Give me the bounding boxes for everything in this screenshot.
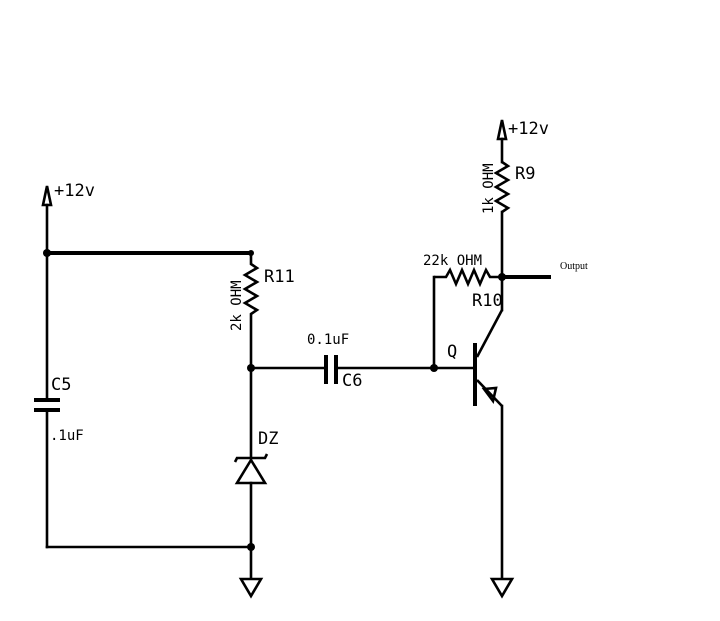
r10-value: 22k OHM <box>423 253 482 269</box>
supply-arrow-right <box>496 119 508 141</box>
r10-name: R10 <box>472 291 503 311</box>
capacitor-c5 <box>34 398 60 412</box>
r9-value: 1k OHM <box>481 163 497 214</box>
ground-symbol-left <box>238 577 264 599</box>
c6-name: C6 <box>342 371 362 391</box>
resistor-r9 <box>493 160 511 214</box>
c5-value: .1uF <box>50 428 84 444</box>
r11-value: 2k OHM <box>229 280 245 331</box>
r9-name: R9 <box>515 164 535 184</box>
c6-value: 0.1uF <box>307 332 349 348</box>
ground-symbol-right <box>489 577 515 599</box>
junction-top-left <box>43 249 51 257</box>
supply-arrow-left <box>41 185 53 207</box>
dz-name: DZ <box>258 429 278 449</box>
supply-label-right: +12v <box>508 119 549 139</box>
c5-name: C5 <box>51 375 71 395</box>
resistor-r11 <box>242 253 260 368</box>
output-label: Output <box>560 261 588 272</box>
supply-label-left: +12v <box>54 181 95 201</box>
capacitor-c6 <box>324 355 338 384</box>
zener-diode-dz <box>233 453 269 485</box>
resistor-r10 <box>434 266 502 288</box>
q-name: Q <box>447 342 457 362</box>
transistor-q <box>473 309 504 407</box>
r11-name: R11 <box>264 267 295 287</box>
